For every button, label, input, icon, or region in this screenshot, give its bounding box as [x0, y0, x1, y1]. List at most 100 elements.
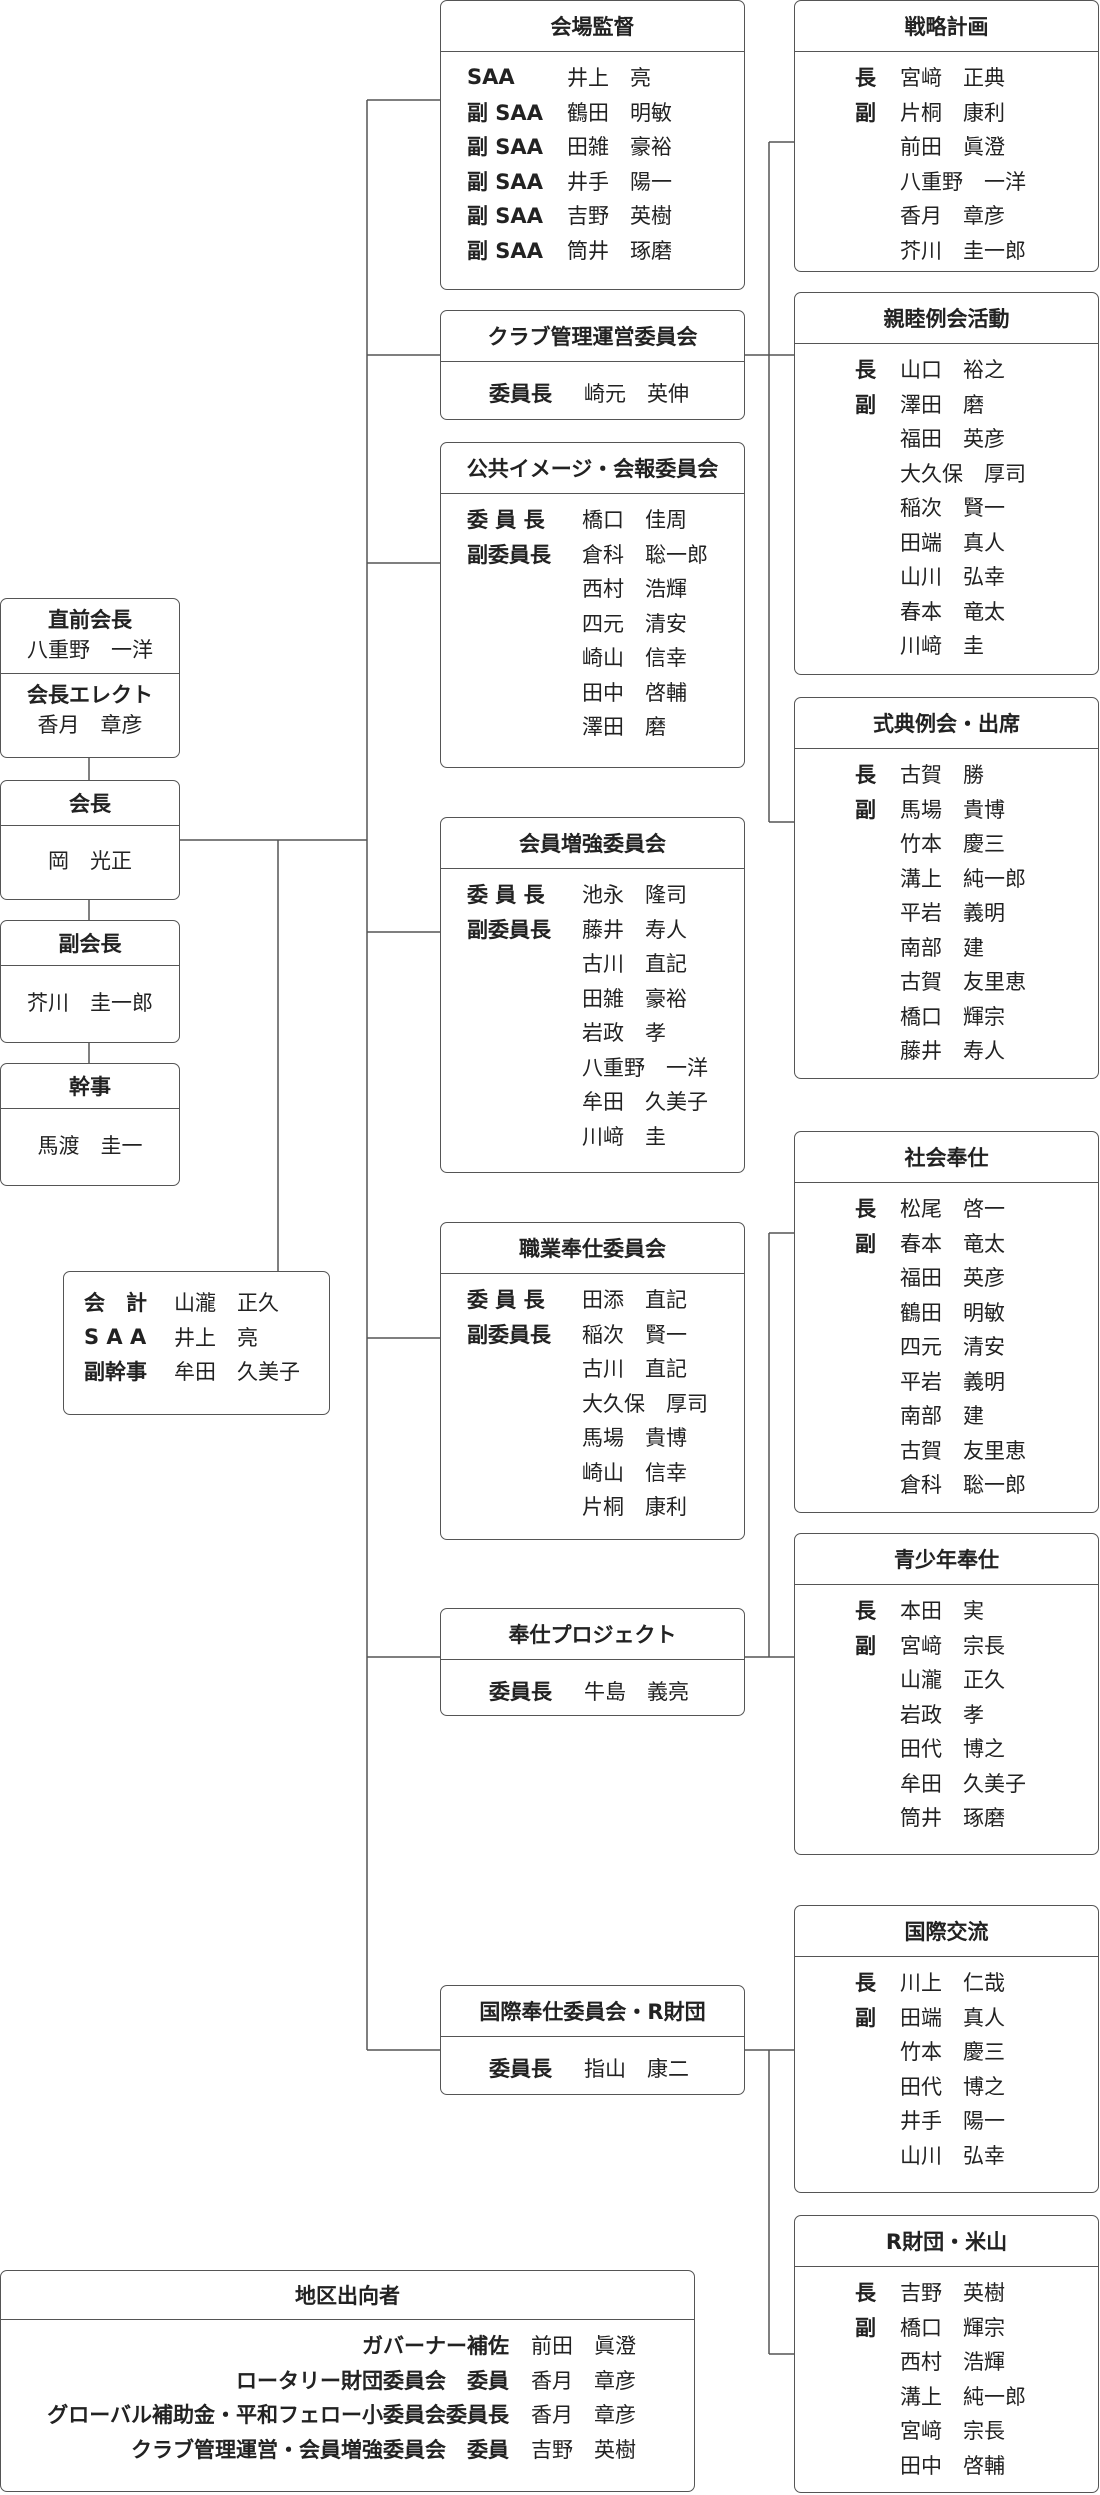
member-role: 副 SAA — [467, 204, 543, 229]
member-row: 山川 弘幸 — [795, 559, 1098, 594]
officer-row: 副幹事牟田 久美子 — [64, 1354, 329, 1389]
member-row: 澤田 磨 — [441, 709, 744, 744]
member-row: 田代 博之 — [795, 2069, 1098, 2104]
member-name: 古賀 勝 — [900, 763, 984, 788]
district-name: 香月 章彦 — [531, 2368, 636, 2393]
member-row: 長吉野 英樹 — [795, 2275, 1098, 2310]
member-role: 委員長 — [489, 1680, 552, 1705]
member-row: 馬場 貴博 — [441, 1420, 744, 1455]
member-name: 平岩 義明 — [900, 1369, 1005, 1394]
member-row: 牟田 久美子 — [795, 1766, 1098, 1801]
member-row: 竹本 慶三 — [795, 2034, 1098, 2069]
member-name: 牟田 久美子 — [900, 1771, 1026, 1796]
member-list: 委 員 長橋口 佳周副委員長倉科 聡一郎西村 浩輝四元 清安崎山 信幸田中 啓輔… — [441, 494, 744, 744]
member-row: 山川 弘幸 — [795, 2138, 1098, 2173]
international-service-committee-box: 国際奉仕委員会・R財団委員長指山 康二 — [440, 1985, 745, 2095]
member-name: 澤田 磨 — [582, 715, 666, 740]
president-name: 岡 光正 — [48, 849, 132, 873]
member-row: 八重野 一洋 — [795, 164, 1098, 199]
district-role: グローバル補助金・平和フェロー小委員会委員長 — [47, 2403, 509, 2428]
member-name: 西村 浩輝 — [900, 2350, 1005, 2375]
member-row: 倉科 聡一郎 — [795, 1467, 1098, 1502]
district-role: クラブ管理運営・会員増強委員会 委員 — [131, 2437, 509, 2462]
member-row: 副委員長 稲次 賢一 — [441, 1317, 744, 1352]
member-row: 古賀 友里恵 — [795, 1433, 1098, 1468]
secretary-title: 幹事 — [1, 1064, 179, 1109]
member-row: 委 員 長池永 隆司 — [441, 877, 744, 912]
member-name: 川﨑 圭 — [900, 634, 984, 659]
member-role: 副 SAA — [467, 100, 543, 125]
secretary-name: 馬渡 圭一 — [37, 1134, 143, 1158]
member-name: 古賀 友里恵 — [900, 970, 1026, 995]
member-name: 橋口 佳周 — [582, 508, 687, 533]
member-row: 委員長崎元 英伸 — [441, 376, 744, 411]
member-row: 川﨑 圭 — [795, 628, 1098, 663]
member-role: 副 — [855, 797, 876, 822]
member-row: 牟田 久美子 — [441, 1084, 744, 1119]
member-row: 副馬場 貴博 — [795, 792, 1098, 827]
member-role: 副委員長 — [467, 1322, 551, 1347]
member-name: 筒井 琢磨 — [567, 238, 672, 263]
member-name: 田端 真人 — [900, 530, 1005, 555]
member-row: 南部 建 — [795, 930, 1098, 965]
member-role: 副委員長 — [467, 542, 551, 567]
member-name: 倉科 聡一郎 — [900, 1473, 1026, 1498]
member-name: 宮﨑 宗長 — [900, 1633, 1005, 1658]
member-name: 澤田 磨 — [900, 392, 984, 417]
member-name: 藤井 寿人 — [900, 1039, 1005, 1064]
community-service-box: 社会奉仕長松尾 啓一副春本 竜太福田 英彦鶴田 明敏四元 清安平岩 義明南部 建… — [794, 1131, 1099, 1513]
member-name: 春本 竜太 — [900, 1231, 1005, 1256]
box-title: 戦略計画 — [795, 1, 1098, 52]
member-name: 宮﨑 宗長 — [900, 2419, 1005, 2444]
member-name: 崎元 英伸 — [584, 382, 689, 407]
member-list: 委員長 牛島 義亮 — [441, 1660, 744, 1709]
member-row: 田端 真人 — [795, 525, 1098, 560]
member-name: 南部 建 — [900, 1404, 984, 1429]
service-project-box: 奉仕プロジェクト委員長 牛島 義亮 — [440, 1608, 745, 1716]
officer-role: 会 計 — [84, 1291, 147, 1316]
member-role: 副 SAA — [467, 135, 543, 160]
member-row: 古川 直記 — [441, 946, 744, 981]
member-row: 竹本 慶三 — [795, 826, 1098, 861]
officer-name: 牟田 久美子 — [174, 1360, 300, 1385]
member-name: 南部 建 — [900, 935, 984, 960]
box-title: 親睦例会活動 — [795, 293, 1098, 344]
member-name: 山川 弘幸 — [900, 565, 1005, 590]
box-title: 奉仕プロジェクト — [441, 1609, 744, 1660]
member-row: 田中 啓輔 — [441, 675, 744, 710]
member-name: 田代 博之 — [900, 2074, 1005, 2099]
member-name: 松尾 啓一 — [900, 1197, 1005, 1222]
member-role: 長 — [855, 1971, 876, 1996]
member-name: 牛島 義亮 — [584, 1680, 689, 1705]
member-name: 橋口 輝宗 — [900, 2315, 1005, 2340]
member-role: 副 — [855, 1231, 876, 1256]
member-row: 崎山 信幸 — [441, 640, 744, 675]
member-row: 副田端 真人 — [795, 2000, 1098, 2035]
member-role: 長 — [855, 2281, 876, 2306]
member-row: 長山口 裕之 — [795, 352, 1098, 387]
district-name: 前田 眞澄 — [531, 2334, 636, 2359]
district-title: 地区出向者 — [1, 2271, 694, 2320]
member-role: 長 — [855, 358, 876, 383]
president-elect-name: 香月 章彦 — [37, 713, 143, 737]
district-role: ガバーナー補佐 — [362, 2334, 509, 2359]
member-name: 鶴田 明敏 — [567, 100, 672, 125]
member-row: 藤井 寿人 — [795, 1033, 1098, 1068]
member-name: 片桐 康利 — [582, 1495, 687, 1520]
member-list: 長本田 実副宮﨑 宗長山瀧 正久岩政 孝田代 博之牟田 久美子筒井 琢磨 — [795, 1585, 1098, 1835]
member-role: 委 員 長 — [467, 1288, 545, 1313]
member-row: 長松尾 啓一 — [795, 1191, 1098, 1226]
member-name: 稲次 賢一 — [582, 1322, 687, 1347]
officer-name: 井上 亮 — [174, 1325, 258, 1350]
member-name: 馬場 貴博 — [582, 1426, 687, 1451]
member-role: 副委員長 — [467, 917, 551, 942]
member-name: 田添 直記 — [582, 1288, 687, 1313]
member-row: 副委員長倉科 聡一郎 — [441, 537, 744, 572]
member-row: 井手 陽一 — [795, 2103, 1098, 2138]
